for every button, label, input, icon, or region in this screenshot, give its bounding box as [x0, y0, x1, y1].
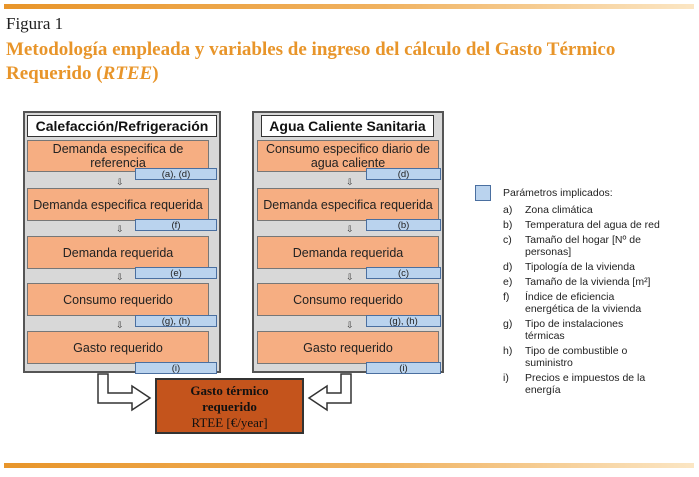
legend-item-letter: g): [503, 318, 513, 330]
left-step-3: Demanda requerida: [27, 236, 209, 269]
right-step-5: Gasto requerido: [257, 331, 439, 364]
legend-item-text: Tamaño del hogar [Nº de personas]: [525, 234, 641, 258]
legend-item: g) Tipo de instalaciones térmicas: [503, 318, 663, 342]
left-step-5: Gasto requerido: [27, 331, 209, 364]
heating-cooling-header: Calefacción/Refrigeración: [27, 115, 217, 137]
left-tag-2: (f): [135, 219, 217, 231]
legend-item-letter: f): [503, 291, 510, 303]
figure-label: Figura 1: [6, 14, 64, 33]
right-arrow-2: ⇩: [346, 224, 354, 234]
left-tag-1: (a), (d): [135, 168, 217, 180]
left-arrow-4: ⇩: [116, 320, 124, 330]
right-step-2: Demanda especifica requerida: [257, 188, 439, 221]
legend-item-text: Temperatura del agua de red: [525, 219, 660, 231]
right-arrow-1: ⇩: [346, 177, 354, 187]
left-arrow-2: ⇩: [116, 224, 124, 234]
right-tag-1: (d): [366, 168, 441, 180]
legend-item-letter: a): [503, 204, 513, 216]
left-step-1: Demanda especifica de referencia: [27, 140, 209, 172]
legend-item-letter: c): [503, 234, 512, 246]
left-tag-3: (e): [135, 267, 217, 279]
figure-title-italic: RTEE: [102, 63, 153, 84]
legend-item-text: Tipo de instalaciones térmicas: [525, 318, 624, 342]
legend-item: h) Tipo de combustible o suministro: [503, 345, 663, 369]
legend-list: a) Zona climática b) Temperatura del agua …: [503, 204, 663, 399]
legend-item-letter: e): [503, 276, 513, 288]
legend-item-letter: b): [503, 219, 513, 231]
legend-item: c) Tamaño del hogar [Nº de personas]: [503, 234, 663, 258]
left-arrow-1: ⇩: [116, 177, 124, 187]
right-step-3: Demanda requerida: [257, 236, 439, 269]
legend-title: Parámetros implicados:: [503, 187, 613, 199]
legend-item-text: Tamaño de la vivienda [m²]: [525, 276, 651, 288]
bottom-rule: [4, 463, 694, 468]
hot-water-header: Agua Caliente Sanitaria: [261, 115, 434, 137]
right-step-4: Consumo requerido: [257, 283, 439, 316]
legend-item-text: Índice de eficiencia energética de la vi…: [525, 291, 642, 315]
right-tag-3: (c): [366, 267, 441, 279]
right-arrow-3: ⇩: [346, 272, 354, 282]
result-line-2: requerido: [202, 399, 257, 414]
legend-item: d) Tipología de la vivienda: [503, 261, 663, 273]
right-tag-5: (i): [366, 362, 441, 374]
legend-item: b) Temperatura del agua de red: [503, 219, 663, 231]
left-arrow-3: ⇩: [116, 272, 124, 282]
right-arrow-4: ⇩: [346, 320, 354, 330]
legend-item: a) Zona climática: [503, 204, 663, 216]
legend-item-letter: i): [503, 372, 509, 384]
legend-item-letter: d): [503, 261, 513, 273]
legend-swatch: [475, 185, 491, 201]
left-merge-arrow: [97, 373, 152, 412]
left-step-4: Consumo requerido: [27, 283, 209, 316]
legend-item: f) Índice de eficiencia energética de la …: [503, 291, 663, 315]
legend-item-text: Tipología de la vivienda: [525, 261, 635, 273]
legend-item-letter: h): [503, 345, 513, 357]
right-merge-arrow: [307, 373, 352, 412]
legend-item: e) Tamaño de la vivienda [m²]: [503, 276, 663, 288]
result-line-1: Gasto térmico: [190, 383, 269, 398]
top-rule: [4, 4, 694, 9]
legend-item: i) Precios e impuestos de la energía: [503, 372, 663, 396]
figure-title-close: ): [152, 63, 159, 84]
result-box: Gasto térmico requerido RTEE [€/year]: [155, 378, 304, 434]
figure-title-main: Metodología empleada y variables de ingr…: [6, 39, 616, 84]
right-step-1: Consumo especifico diario de agua calien…: [257, 140, 439, 172]
legend-item-text: Zona climática: [525, 204, 593, 216]
left-tag-4: (g), (h): [135, 315, 217, 327]
right-tag-4: (g), (h): [366, 315, 441, 327]
legend-item-text: Tipo de combustible o suministro: [525, 345, 628, 369]
result-line-3: RTEE [€/year]: [191, 415, 268, 430]
figure-title: Metodología empleada y variables de ingr…: [6, 38, 686, 86]
left-step-2: Demanda especifica requerida: [27, 188, 209, 221]
left-tag-5: (i): [135, 362, 217, 374]
right-tag-2: (b): [366, 219, 441, 231]
legend-item-text: Precios e impuestos de la energía: [525, 372, 646, 396]
